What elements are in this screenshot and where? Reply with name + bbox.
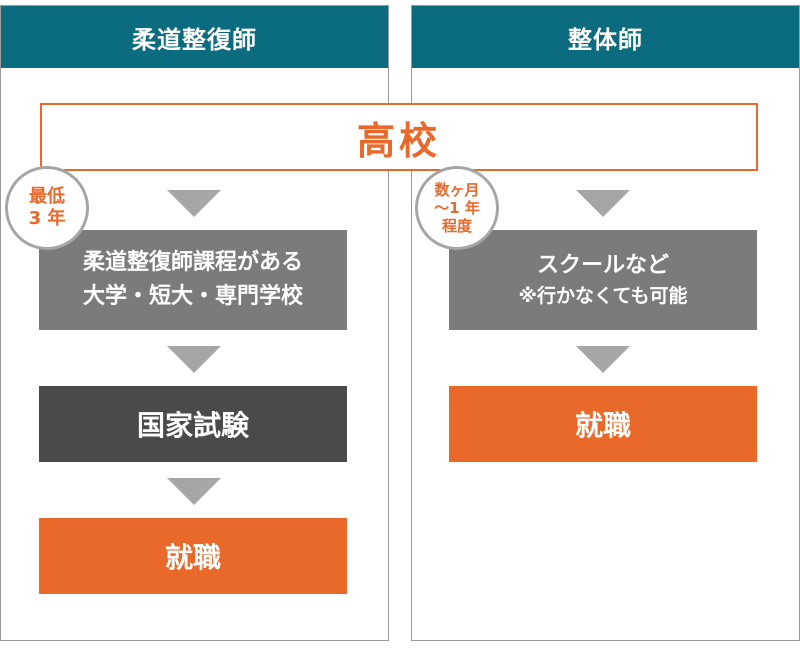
down-arrow-icon xyxy=(576,190,630,217)
school-line2: ※行かなくても可能 xyxy=(518,285,688,308)
min-duration-line2: 3 年 xyxy=(28,208,66,229)
high-school-banner: 高校 xyxy=(40,103,758,171)
down-arrow-icon xyxy=(167,478,221,505)
judo-employment-label: 就職 xyxy=(164,541,221,574)
duration-line1: 数ヶ月 xyxy=(434,181,480,199)
duration-line2: 〜1 年 xyxy=(434,199,480,217)
duration-badge: 数ヶ月 〜1 年 程度 xyxy=(415,166,499,250)
judo-employment-box: 就職 xyxy=(39,518,347,594)
down-arrow-icon xyxy=(167,190,221,217)
national-exam-box: 国家試験 xyxy=(39,386,347,462)
judo-course-box: 柔道整復師課程がある 大学・短大・専門学校 xyxy=(39,230,347,330)
school-box: スクールなど ※行かなくても可能 xyxy=(449,230,757,330)
seitai-employment-label: 就職 xyxy=(574,409,631,442)
judo-course-line1: 柔道整復師課程がある xyxy=(82,249,303,275)
judo-course-line2: 大学・短大・専門学校 xyxy=(82,284,303,309)
seitai-header: 整体師 xyxy=(412,6,799,68)
national-exam-label: 国家試験 xyxy=(136,409,249,442)
min-duration-line1: 最低 xyxy=(29,186,65,208)
down-arrow-icon xyxy=(576,346,630,373)
down-arrow-icon xyxy=(167,346,221,373)
judo-therapist-header: 柔道整復師 xyxy=(1,6,388,68)
seitai-employment-box: 就職 xyxy=(449,386,757,462)
min-duration-badge: 最低 3 年 xyxy=(5,166,89,250)
school-line1: スクールなど xyxy=(536,253,669,279)
duration-line3: 程度 xyxy=(441,217,472,235)
